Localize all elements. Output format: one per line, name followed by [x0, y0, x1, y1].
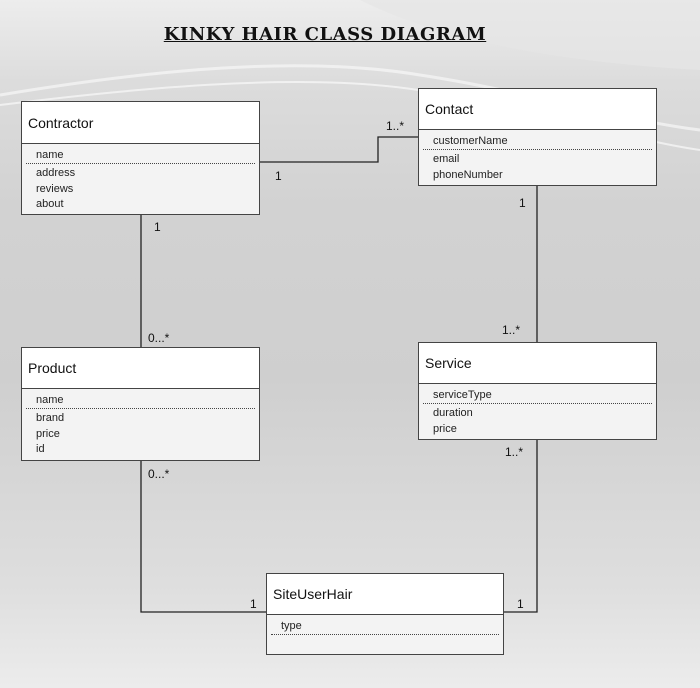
class-contact[interactable]: Contact customerName email phoneNumber	[418, 88, 657, 186]
class-siteuserhair-name: SiteUserHair	[267, 574, 503, 615]
class-contact-attributes: customerName email phoneNumber	[419, 130, 656, 185]
attribute: id	[36, 443, 45, 455]
attribute-key: name	[26, 393, 255, 409]
multiplicity-contractor-end: 1	[275, 169, 282, 183]
attribute: brand	[36, 412, 65, 424]
multiplicity-product-bottom: 0...*	[148, 467, 170, 481]
attribute-key: customerName	[423, 134, 652, 150]
attribute: price	[433, 422, 457, 435]
multiplicity-service-bottom: 1..*	[505, 445, 524, 459]
multiplicity-product-top: 0...*	[148, 331, 170, 345]
association-contractor-contact	[260, 136, 418, 163]
attribute: reviews	[36, 182, 74, 195]
class-siteuserhair[interactable]: SiteUserHair type	[266, 573, 504, 655]
multiplicity-siteuserhair-left: 1	[250, 597, 257, 611]
attribute: price	[36, 427, 60, 440]
diagram-title: KINKY HAIR CLASS DIAGRAM	[163, 24, 487, 45]
class-service[interactable]: Service serviceType duration price	[418, 342, 657, 440]
class-product-attributes: name brand price id	[22, 389, 259, 460]
association-service-siteuserhair	[504, 440, 538, 613]
class-contractor-attributes: name address reviews about	[22, 144, 259, 214]
class-contractor[interactable]: Contractor name address reviews about	[21, 101, 260, 215]
class-product-name: Product	[22, 348, 259, 389]
attribute-key: serviceType	[423, 388, 652, 404]
attribute: duration	[433, 407, 473, 419]
multiplicity-siteuserhair-right: 1	[517, 597, 524, 611]
multiplicity-contractor-product-top: 1	[154, 220, 161, 234]
class-siteuserhair-attributes: type	[267, 615, 503, 654]
attribute: phoneNumber	[433, 168, 503, 181]
attribute: about	[36, 198, 64, 210]
class-contact-name: Contact	[419, 89, 656, 130]
association-product-siteuserhair	[140, 461, 266, 613]
attribute: address	[36, 167, 76, 179]
multiplicity-contact-end: 1..*	[386, 119, 405, 133]
class-service-name: Service	[419, 343, 656, 384]
attribute-key: type	[271, 619, 499, 635]
attribute: email	[433, 153, 460, 165]
class-product[interactable]: Product name brand price id	[21, 347, 260, 461]
multiplicity-contact-service-top: 1	[519, 196, 526, 210]
attribute-key: name	[26, 148, 255, 164]
class-contractor-name: Contractor	[22, 102, 259, 144]
multiplicity-service-top: 1..*	[502, 323, 521, 337]
class-service-attributes: serviceType duration price	[419, 384, 656, 439]
